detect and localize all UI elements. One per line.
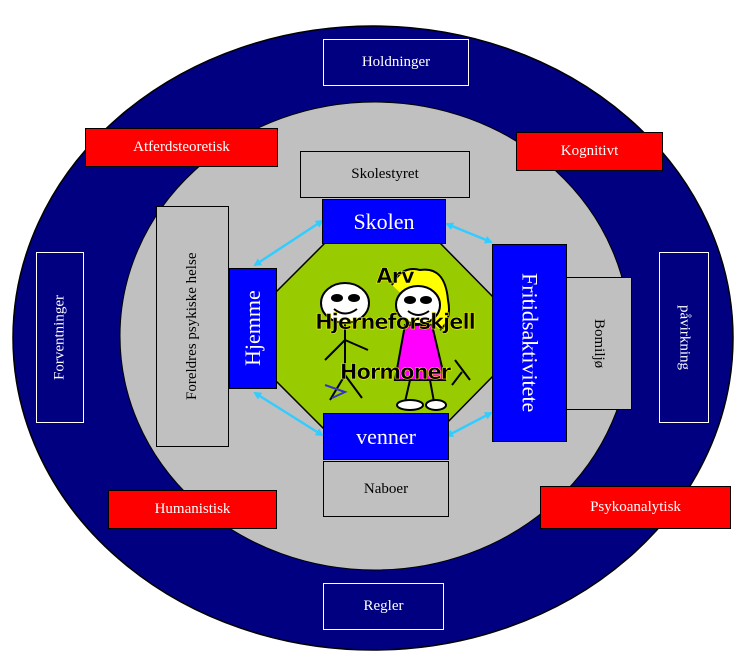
theory-top-right-label: Kognitivt bbox=[560, 143, 619, 159]
influence-left-label: Foreldres psykiske helse bbox=[184, 252, 200, 401]
theory-box-top-right: Kognitivt bbox=[516, 132, 663, 171]
arena-box-left: Hjemme bbox=[229, 268, 277, 389]
arena-right-label: Fritidsaktivitete bbox=[517, 273, 543, 413]
outer-box-left: Forventninger bbox=[36, 252, 84, 423]
arrow-venner-fritid bbox=[445, 411, 493, 438]
arena-top-label: Skolen bbox=[353, 208, 415, 234]
center-text-line1: Arv bbox=[376, 264, 415, 289]
outer-box-bottom: Regler bbox=[323, 583, 444, 630]
arena-box-top: Skolen bbox=[322, 199, 446, 244]
theory-bottom-left-label: Humanistisk bbox=[154, 501, 231, 517]
influence-box-left: Foreldres psykiske helse bbox=[156, 206, 229, 447]
outer-box-top: Holdninger bbox=[323, 39, 469, 86]
kid-right-figure bbox=[391, 268, 471, 411]
outer-box-right: påvirkning bbox=[659, 252, 709, 423]
arena-box-bottom: venner bbox=[323, 413, 449, 460]
center-text-line3: Hormoner bbox=[339, 360, 452, 385]
theory-box-top-left: Atferdsteoretisk bbox=[85, 128, 278, 167]
arena-box-right: Fritidsaktivitete bbox=[492, 244, 567, 442]
theory-box-bottom-left: Humanistisk bbox=[108, 490, 277, 529]
outer-box-right-label: påvirkning bbox=[676, 305, 693, 370]
theory-bottom-right-label: Psykoanalytisk bbox=[590, 499, 681, 515]
influence-right-label: Bomiljø bbox=[591, 318, 607, 369]
outer-box-left-label: Forventninger bbox=[51, 295, 68, 380]
kid-left-figure bbox=[320, 282, 370, 401]
theory-top-left-label: Atferdsteoretisk bbox=[133, 139, 230, 155]
arrow-skolen-fritid bbox=[445, 222, 493, 244]
influence-box-bottom: Naboer bbox=[323, 461, 449, 517]
influence-box-right: Bomiljø bbox=[565, 277, 632, 410]
arena-left-label: Hjemme bbox=[240, 290, 265, 367]
influence-box-top: Skolestyret bbox=[300, 151, 470, 198]
outer-box-top-label: Holdninger bbox=[361, 54, 431, 70]
arena-bottom-label: venner bbox=[356, 423, 416, 449]
influence-bottom-label: Naboer bbox=[363, 480, 409, 497]
outer-box-bottom-label: Regler bbox=[363, 598, 404, 614]
arrow-hjemme-venner bbox=[253, 391, 324, 437]
center-text-line2: Hjerneforskjell bbox=[315, 310, 476, 335]
arrow-hjemme-skolen bbox=[253, 219, 324, 267]
influence-top-label: Skolestyret bbox=[351, 166, 419, 182]
theory-box-bottom-right: Psykoanalytisk bbox=[540, 486, 731, 529]
connector-arrows bbox=[253, 219, 493, 438]
